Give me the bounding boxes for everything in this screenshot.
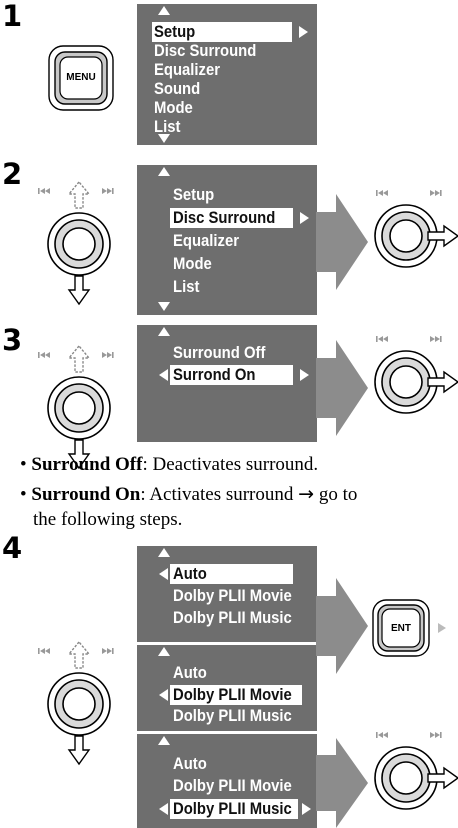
step-number-1: 1 bbox=[2, 0, 23, 33]
arrow-up-icon bbox=[158, 647, 170, 656]
arrow-left-icon bbox=[159, 689, 168, 701]
menu-button-icon[interactable] bbox=[48, 45, 114, 111]
control-dial-icon[interactable] bbox=[38, 344, 120, 472]
menu-screen-step3: Surround Off Surrond On bbox=[137, 325, 317, 442]
menu-screen-step4-auto: Auto Dolby PLII Movie Dolby PLII Music bbox=[137, 546, 317, 642]
step-number-4: 4 bbox=[2, 531, 23, 565]
arrow-up-icon bbox=[158, 548, 170, 557]
menu-item-dolby-plii-music[interactable]: Dolby PLII Music bbox=[173, 800, 292, 818]
menu-item-equalizer[interactable]: Equalizer bbox=[173, 232, 240, 250]
menu-item-auto[interactable]: Auto bbox=[173, 565, 207, 583]
arrow-up-icon bbox=[158, 167, 170, 176]
bullet-marker: • bbox=[20, 454, 27, 475]
menu-item-dolby-plii-music[interactable]: Dolby PLII Music bbox=[173, 707, 292, 725]
menu-item-disc-surround[interactable]: Disc Surround bbox=[173, 209, 276, 227]
menu-screen-step4-music: Auto Dolby PLII Movie Dolby PLII Music bbox=[137, 734, 317, 828]
menu-screen-step2: Setup Disc Surround Equalizer Mode List bbox=[137, 165, 317, 315]
selection-highlight bbox=[170, 799, 298, 819]
menu-item-list[interactable]: List bbox=[173, 278, 200, 296]
bullet-item-surround-off: • Surround Off: Deactivates surround. bbox=[20, 452, 456, 477]
next-step-arrow bbox=[316, 340, 368, 436]
selection-highlight bbox=[170, 564, 293, 584]
menu-screen-step1: Setup Disc Surround Equalizer Sound Mode… bbox=[137, 4, 317, 145]
menu-item-surround-on[interactable]: Surrond On bbox=[173, 366, 256, 384]
arrow-left-icon bbox=[159, 369, 168, 381]
menu-button-label: MENU bbox=[66, 72, 96, 83]
arrow-up-icon bbox=[158, 327, 170, 336]
next-step-arrow bbox=[316, 738, 368, 828]
description-list: • Surround Off: Deactivates surround. • … bbox=[20, 452, 456, 532]
control-dial-icon[interactable] bbox=[38, 180, 120, 308]
menu-item-dolby-plii-movie[interactable]: Dolby PLII Movie bbox=[173, 777, 292, 795]
control-dial-icon[interactable] bbox=[38, 640, 120, 768]
bullet-term: Surround Off bbox=[31, 454, 143, 475]
menu-item-auto[interactable]: Auto bbox=[173, 664, 207, 682]
selection-highlight bbox=[152, 22, 292, 42]
control-dial-right-icon[interactable] bbox=[370, 188, 458, 270]
menu-item-setup[interactable]: Setup bbox=[173, 186, 215, 204]
step-number-2: 2 bbox=[2, 157, 23, 191]
arrow-right-icon bbox=[302, 803, 311, 815]
bullet-marker: • bbox=[20, 484, 27, 505]
arrow-right-icon bbox=[300, 369, 309, 381]
next-step-arrow bbox=[316, 194, 368, 290]
menu-item-mode[interactable]: Mode bbox=[173, 255, 212, 273]
control-dial-right-icon[interactable] bbox=[370, 730, 458, 812]
arrow-down-icon bbox=[158, 302, 170, 311]
right-arrow-glyph: → bbox=[298, 483, 315, 505]
menu-item-surround-off[interactable]: Surround Off bbox=[173, 344, 266, 362]
selection-highlight bbox=[170, 208, 293, 228]
arrow-up-icon bbox=[158, 736, 170, 745]
arrow-up-icon bbox=[158, 6, 170, 15]
ent-button-label: ENT bbox=[391, 623, 411, 634]
menu-item-auto[interactable]: Auto bbox=[173, 755, 207, 773]
selection-highlight bbox=[170, 685, 302, 705]
control-dial-right-icon[interactable] bbox=[370, 334, 458, 416]
step-number-3: 3 bbox=[2, 323, 23, 357]
ent-button-icon[interactable] bbox=[372, 599, 458, 657]
menu-screen-step4-movie: Auto Dolby PLII Movie Dolby PLII Music bbox=[137, 645, 317, 731]
next-step-arrow bbox=[316, 578, 368, 674]
bullet-term: Surround On bbox=[31, 484, 141, 505]
menu-item-dolby-plii-music[interactable]: Dolby PLII Music bbox=[173, 609, 292, 627]
bullet-desc-cont: go to bbox=[314, 484, 358, 505]
menu-item-sound[interactable]: Sound bbox=[154, 80, 201, 98]
bullet-desc: : Activates surround bbox=[140, 484, 294, 505]
menu-item-equalizer[interactable]: Equalizer bbox=[154, 61, 221, 79]
menu-item-dolby-plii-movie[interactable]: Dolby PLII Movie bbox=[173, 686, 292, 704]
arrow-right-icon bbox=[299, 26, 308, 38]
bullet-desc-line2: the following steps. bbox=[33, 509, 183, 530]
menu-item-dolby-plii-movie[interactable]: Dolby PLII Movie bbox=[173, 587, 292, 605]
menu-item-list[interactable]: List bbox=[154, 118, 181, 136]
menu-item-mode[interactable]: Mode bbox=[154, 99, 193, 117]
arrow-down-icon bbox=[158, 134, 170, 143]
bullet-item-surround-on: • Surround On: Activates surround → go t… bbox=[20, 482, 456, 507]
selection-highlight bbox=[170, 365, 293, 385]
arrow-right-icon bbox=[300, 212, 309, 224]
arrow-left-icon bbox=[159, 568, 168, 580]
menu-item-setup[interactable]: Setup bbox=[154, 23, 196, 41]
arrow-left-icon bbox=[159, 803, 168, 815]
menu-item-disc-surround[interactable]: Disc Surround bbox=[154, 42, 257, 60]
bullet-desc: : Deactivates surround. bbox=[142, 454, 319, 475]
